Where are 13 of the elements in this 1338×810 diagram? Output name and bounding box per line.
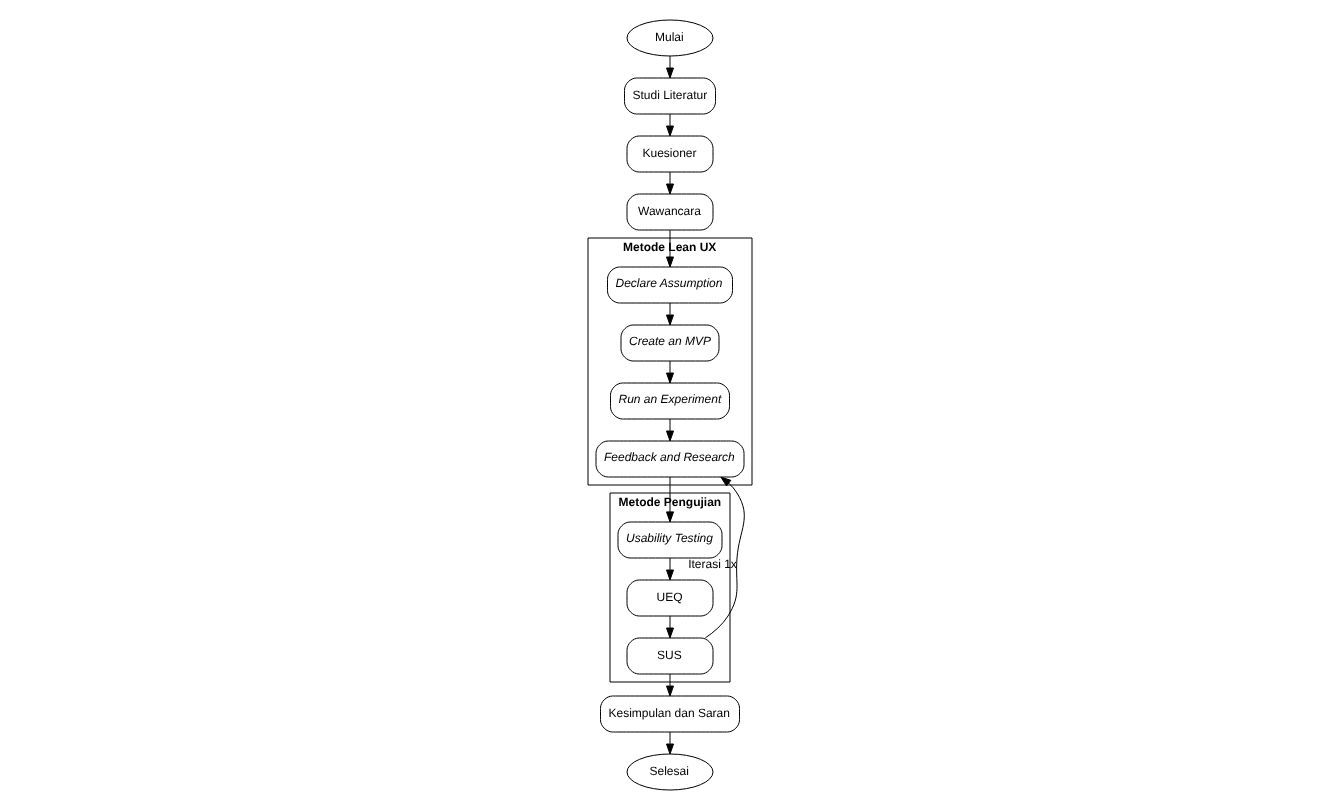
arrow [665, 113, 673, 137]
arrow [665, 615, 673, 639]
arrow [665, 360, 673, 384]
arrow [665, 673, 673, 697]
arrow [665, 476, 673, 523]
arrow [665, 418, 673, 442]
arrow [665, 557, 673, 581]
arrow [703, 476, 744, 639]
arrow [665, 171, 673, 195]
arrow [665, 302, 673, 326]
arrow [665, 55, 673, 79]
arrow [665, 229, 673, 268]
arrow [665, 731, 673, 755]
